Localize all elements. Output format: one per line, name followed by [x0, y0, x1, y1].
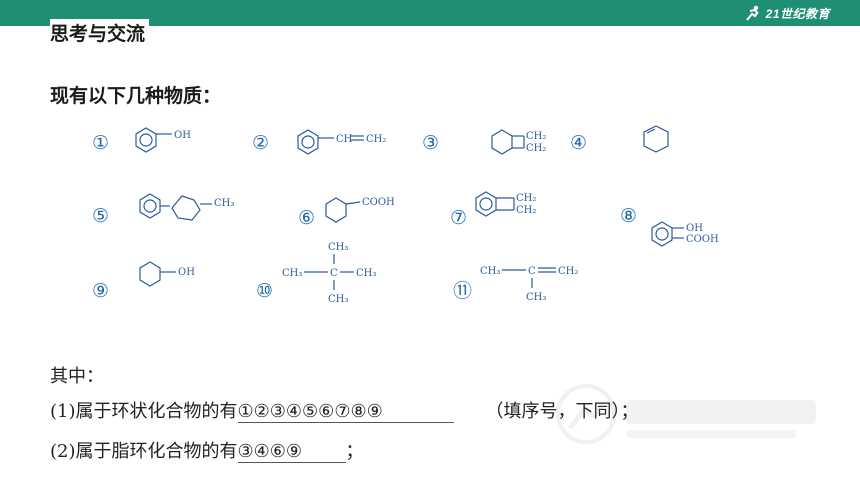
svg-text:C: C — [528, 266, 536, 277]
item-number-10: ⑩ — [256, 280, 274, 302]
item-number-2: ② — [252, 132, 270, 154]
intro-text: 其中： — [50, 366, 104, 387]
structure-cyclohexanol: OH — [139, 261, 195, 287]
svg-text:CH₃: CH₃ — [282, 268, 302, 279]
item-number-4: ④ — [570, 132, 588, 154]
structure-phenylcyclohexane: CH₃ — [139, 193, 234, 221]
question-1-suffix: （填序号，下同）； — [485, 401, 639, 422]
svg-text:CH₃: CH₃ — [328, 242, 348, 253]
label-oh: OH — [174, 130, 191, 141]
structure-isobutene: CH₃ C CH₂ CH₃ — [480, 266, 578, 303]
structure-cyclohexanecarboxylic: COOH — [325, 197, 395, 223]
svg-text:CH₃: CH₃ — [328, 294, 348, 305]
svg-text:OH: OH — [178, 267, 195, 278]
item-number-3: ③ — [422, 132, 440, 154]
structure-styrene: CH CH₂ — [297, 129, 386, 155]
svg-text:CH₃: CH₃ — [356, 268, 376, 279]
svg-text:COOH: COOH — [362, 197, 395, 208]
svg-text:OH: OH — [686, 223, 703, 234]
watermark-logo — [556, 384, 816, 444]
structure-cyclohexene — [643, 125, 669, 153]
svg-text:CH₂: CH₂ — [558, 266, 578, 277]
structure-salicylic: OH COOH — [651, 221, 719, 247]
svg-text:CH₂: CH₂ — [366, 134, 386, 145]
answer-blank-1: ①②③④⑤⑥⑦⑧⑨ — [237, 401, 454, 423]
structure-bicyclic: CH₂ CH₂ — [491, 129, 546, 155]
item-number-8: ⑧ — [620, 205, 638, 227]
logo-text: 21世纪教育 — [765, 6, 830, 21]
svg-text:CH₃: CH₃ — [214, 198, 234, 209]
item-number-11: ⑪ — [453, 280, 473, 302]
section-title: 思考与交流 — [50, 19, 150, 46]
question-1-prefix: (1)属于环状化合物的有 — [50, 401, 238, 422]
structure-phenol: OH — [135, 127, 191, 153]
structure-benzocyclobutene: CH₂ CH₂ — [475, 191, 536, 217]
svg-text:CH₃: CH₃ — [480, 266, 500, 277]
svg-text:CH: CH — [336, 134, 353, 145]
question-2: (2)属于脂环化合物的有③④⑥⑨ ； — [50, 437, 364, 463]
answer-2: ③④⑥⑨ — [237, 441, 303, 462]
question-1: (1)属于环状化合物的有①②③④⑤⑥⑦⑧⑨ （填序号，下同）； — [50, 397, 639, 423]
svg-text:C: C — [330, 268, 338, 279]
svg-text:CH₂: CH₂ — [516, 205, 536, 216]
svg-text:CH₂: CH₂ — [526, 131, 546, 142]
svg-text:COOH: COOH — [686, 234, 719, 245]
svg-text:CH₃: CH₃ — [526, 292, 546, 303]
question-2-prefix: (2)属于脂环化合物的有 — [50, 441, 238, 462]
item-number-6: ⑥ — [298, 207, 316, 229]
item-number-9: ⑨ — [92, 280, 110, 302]
item-number-5: ⑤ — [92, 205, 110, 227]
question-subtitle: 现有以下几种物质： — [50, 85, 222, 107]
svg-text:CH₂: CH₂ — [526, 143, 546, 154]
site-logo: 21世纪教育 — [744, 4, 830, 22]
question-2-suffix: ； — [345, 441, 364, 462]
structure-neopentane: CH₃ CH₃ C CH₃ CH₃ — [282, 242, 376, 305]
item-number-1: ① — [92, 132, 110, 154]
answer-1: ①②③④⑤⑥⑦⑧⑨ — [237, 401, 383, 422]
answer-blank-2: ③④⑥⑨ — [237, 441, 346, 463]
runner-icon — [745, 5, 759, 21]
item-number-7: ⑦ — [450, 207, 468, 229]
svg-text:CH₂: CH₂ — [516, 193, 536, 204]
